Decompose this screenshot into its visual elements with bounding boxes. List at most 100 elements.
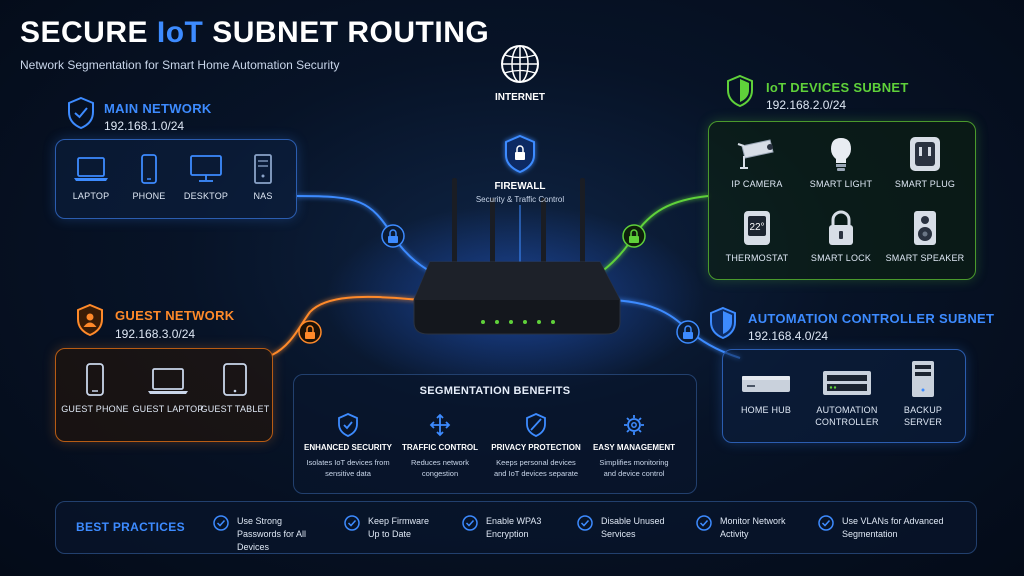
server-icon bbox=[912, 361, 934, 397]
shield-slash-icon bbox=[526, 413, 546, 437]
device-home-hub[interactable]: HOME HUB bbox=[727, 368, 805, 416]
segmentation-benefits-panel: SEGMENTATION BENEFITS ENHANCED SECURITY … bbox=[293, 374, 697, 494]
benefit-traffic-control: TRAFFIC CONTROL Reduces network congesti… bbox=[390, 413, 490, 479]
gear-icon bbox=[624, 415, 644, 435]
best-practice-text: Enable WPA3 Encryption bbox=[486, 516, 542, 539]
guest-network-panel: GUEST PHONE GUEST LAPTOP GUEST TABLET bbox=[55, 348, 273, 442]
tablet-icon bbox=[223, 363, 247, 396]
device-label: SMART LIGHT bbox=[809, 179, 873, 189]
page-subtitle: Network Segmentation for Smart Home Auto… bbox=[20, 58, 340, 72]
device-label: BACKUP SERVER bbox=[903, 405, 943, 427]
best-practices-panel: BEST PRACTICES Use Strong Passwords for … bbox=[55, 501, 977, 554]
title-part2: SUBNET ROUTING bbox=[203, 16, 490, 49]
phone-icon bbox=[86, 363, 104, 396]
automation-link-lock-icon bbox=[676, 320, 700, 344]
guest-link-lock-icon bbox=[298, 320, 322, 344]
automation-subnet-shield-icon bbox=[710, 306, 736, 340]
best-practice-item: Enable WPA3 Encryption bbox=[462, 515, 562, 541]
check-circle-icon bbox=[344, 515, 360, 531]
best-practice-item: Use Strong Passwords for All Devices bbox=[213, 515, 323, 554]
device-label: GUEST LAPTOP bbox=[132, 404, 204, 414]
thermostat-display: 22° bbox=[749, 222, 764, 233]
device-phone[interactable]: PHONE bbox=[122, 154, 176, 202]
device-label: GUEST PHONE bbox=[61, 404, 129, 414]
main-network-ip: 192.168.1.0/24 bbox=[104, 119, 185, 133]
best-practice-item: Disable Unused Services bbox=[577, 515, 677, 541]
iot-subnet-shield-icon bbox=[727, 74, 753, 108]
device-label: DESKTOP bbox=[183, 191, 229, 201]
best-practice-item: Keep Firmware Up to Date bbox=[344, 515, 444, 541]
main-network-shield-icon bbox=[68, 96, 94, 130]
nas-icon bbox=[254, 154, 272, 184]
laptop-icon bbox=[74, 157, 108, 181]
benefit-desc: Reduces network congestion bbox=[411, 458, 469, 478]
device-automation-controller[interactable]: AUTOMATION CONTROLLER bbox=[807, 368, 887, 428]
automation-subnet-title: AUTOMATION CONTROLLER SUBNET bbox=[748, 311, 995, 326]
shield-check-icon bbox=[338, 413, 358, 437]
device-smart-plug[interactable]: SMART PLUG bbox=[885, 136, 965, 190]
laptop-icon bbox=[148, 368, 188, 394]
device-ip-camera[interactable]: IP CAMERA bbox=[717, 136, 797, 190]
device-label: SMART PLUG bbox=[894, 179, 956, 189]
controller-icon bbox=[823, 371, 871, 395]
benefit-title: EASY MANAGEMENT bbox=[592, 443, 676, 452]
check-circle-icon bbox=[696, 515, 712, 531]
guest-network-shield-icon bbox=[77, 303, 103, 337]
benefit-privacy-protection: PRIVACY PROTECTION Keeps personal device… bbox=[486, 413, 586, 479]
device-smart-light[interactable]: SMART LIGHT bbox=[801, 136, 881, 190]
router-icon bbox=[413, 178, 621, 335]
best-practice-item: Monitor Network Activity bbox=[696, 515, 796, 541]
device-label: SMART LOCK bbox=[810, 253, 872, 263]
best-practices-title: BEST PRACTICES bbox=[76, 520, 185, 534]
device-label: HOME HUB bbox=[740, 405, 792, 415]
main-network-title: MAIN NETWORK bbox=[104, 101, 212, 116]
best-practice-text: Disable Unused Services bbox=[601, 516, 665, 539]
device-nas[interactable]: NAS bbox=[236, 154, 290, 202]
camera-icon bbox=[737, 139, 774, 169]
arrows-icon bbox=[429, 413, 451, 437]
device-label: GUEST TABLET bbox=[200, 404, 270, 414]
device-label: THERMOSTAT bbox=[725, 253, 789, 263]
device-backup-server[interactable]: BACKUP SERVER bbox=[887, 360, 959, 428]
device-label: PHONE bbox=[132, 191, 166, 201]
iot-subnet-panel: IP CAMERA SMART LIGHT SMART PLUG 22° THE… bbox=[708, 121, 976, 280]
device-smart-speaker[interactable]: SMART SPEAKER bbox=[885, 210, 965, 264]
phone-icon bbox=[141, 154, 157, 184]
device-label: AUTOMATION CONTROLLER bbox=[815, 405, 879, 427]
page-title: SECURE IoT SUBNET ROUTING bbox=[20, 16, 489, 50]
best-practice-text: Use VLANs for Advanced Segmentation bbox=[842, 516, 944, 539]
globe-icon bbox=[501, 45, 539, 83]
device-laptop[interactable]: LAPTOP bbox=[64, 154, 118, 202]
benefit-desc: Isolates IoT devices from sensitive data bbox=[306, 458, 390, 478]
benefit-title: ENHANCED SECURITY bbox=[303, 443, 392, 452]
check-circle-icon bbox=[818, 515, 834, 531]
automation-subnet-panel: HOME HUB AUTOMATION CONTROLLER BACKUP SE… bbox=[722, 349, 966, 443]
device-label: SMART SPEAKER bbox=[885, 253, 965, 263]
best-practice-text: Keep Firmware Up to Date bbox=[368, 516, 430, 539]
iot-link-lock-icon bbox=[622, 224, 646, 248]
hub-icon bbox=[742, 376, 790, 392]
title-part1: SECURE bbox=[20, 16, 157, 49]
lock-icon bbox=[829, 210, 853, 245]
device-smart-lock[interactable]: SMART LOCK bbox=[801, 210, 881, 264]
plug-icon bbox=[910, 137, 940, 171]
check-circle-icon bbox=[577, 515, 593, 531]
check-circle-icon bbox=[213, 515, 229, 531]
guest-network-link bbox=[271, 295, 421, 356]
best-practice-text: Use Strong Passwords for All Devices bbox=[237, 516, 307, 552]
device-label: LAPTOP bbox=[72, 191, 110, 201]
device-guest-tablet[interactable]: GUEST TABLET bbox=[200, 363, 270, 415]
best-practice-item: Use VLANs for Advanced Segmentation bbox=[818, 515, 958, 541]
check-circle-icon bbox=[462, 515, 478, 531]
device-desktop[interactable]: DESKTOP bbox=[176, 154, 236, 202]
firewall-sublabel: Security & Traffic Control bbox=[475, 195, 565, 204]
automation-subnet-ip: 192.168.4.0/24 bbox=[748, 329, 829, 343]
iot-subnet-title: IoT DEVICES SUBNET bbox=[766, 80, 909, 95]
device-thermostat[interactable]: 22° THERMOSTAT bbox=[717, 210, 797, 264]
benefit-title: PRIVACY PROTECTION bbox=[491, 443, 581, 452]
device-label: NAS bbox=[253, 191, 273, 201]
speaker-icon bbox=[914, 211, 936, 245]
device-guest-laptop[interactable]: GUEST LAPTOP bbox=[130, 363, 206, 415]
device-guest-phone[interactable]: GUEST PHONE bbox=[60, 363, 130, 415]
